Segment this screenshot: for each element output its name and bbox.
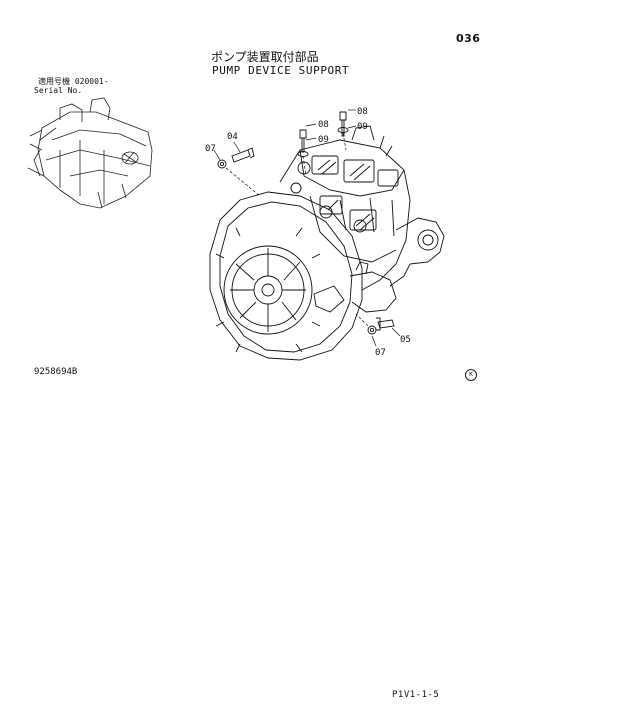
callout-04: 04 [227, 132, 238, 142]
washer-09-upper-icon [337, 127, 349, 133]
footer-page-code: P1V1-1-5 [392, 690, 440, 700]
machine-locator-illustration [27, 97, 153, 209]
serial-label-english: Serial No. [34, 86, 83, 95]
page-number: 036 [456, 32, 481, 45]
pump-assembly-drawing [209, 125, 445, 361]
bolt-08-upper-icon [339, 111, 347, 137]
bolt-04-icon [231, 147, 255, 163]
callout-09-lower: 09 [318, 135, 329, 145]
washer-07-lower-icon [367, 325, 377, 335]
revision-mark-icon: K [465, 369, 477, 381]
callout-08-upper: 08 [357, 107, 368, 117]
title-japanese: ポンプ装置取付部品 [211, 50, 319, 64]
bolt-05-icon [376, 317, 395, 331]
title-english: PUMP DEVICE SUPPORT [212, 64, 350, 77]
callout-08-lower: 08 [318, 120, 329, 130]
callout-09-upper: 09 [357, 122, 368, 132]
callout-05: 05 [400, 335, 411, 345]
serial-label-japanese: 適用号機 [38, 77, 70, 86]
leader-lines [213, 109, 401, 347]
drawing-number: 9258694B [34, 367, 78, 377]
callout-07-upper: 07 [205, 144, 216, 154]
callout-07-lower: 07 [375, 348, 386, 358]
serial-applicability: 適用号機 020001- Serial No. [34, 77, 109, 95]
bolt-08-lower-icon [299, 129, 307, 153]
washer-07-icon [217, 159, 227, 169]
fastener-parts [217, 111, 395, 335]
serial-range: 020001- [74, 77, 109, 86]
